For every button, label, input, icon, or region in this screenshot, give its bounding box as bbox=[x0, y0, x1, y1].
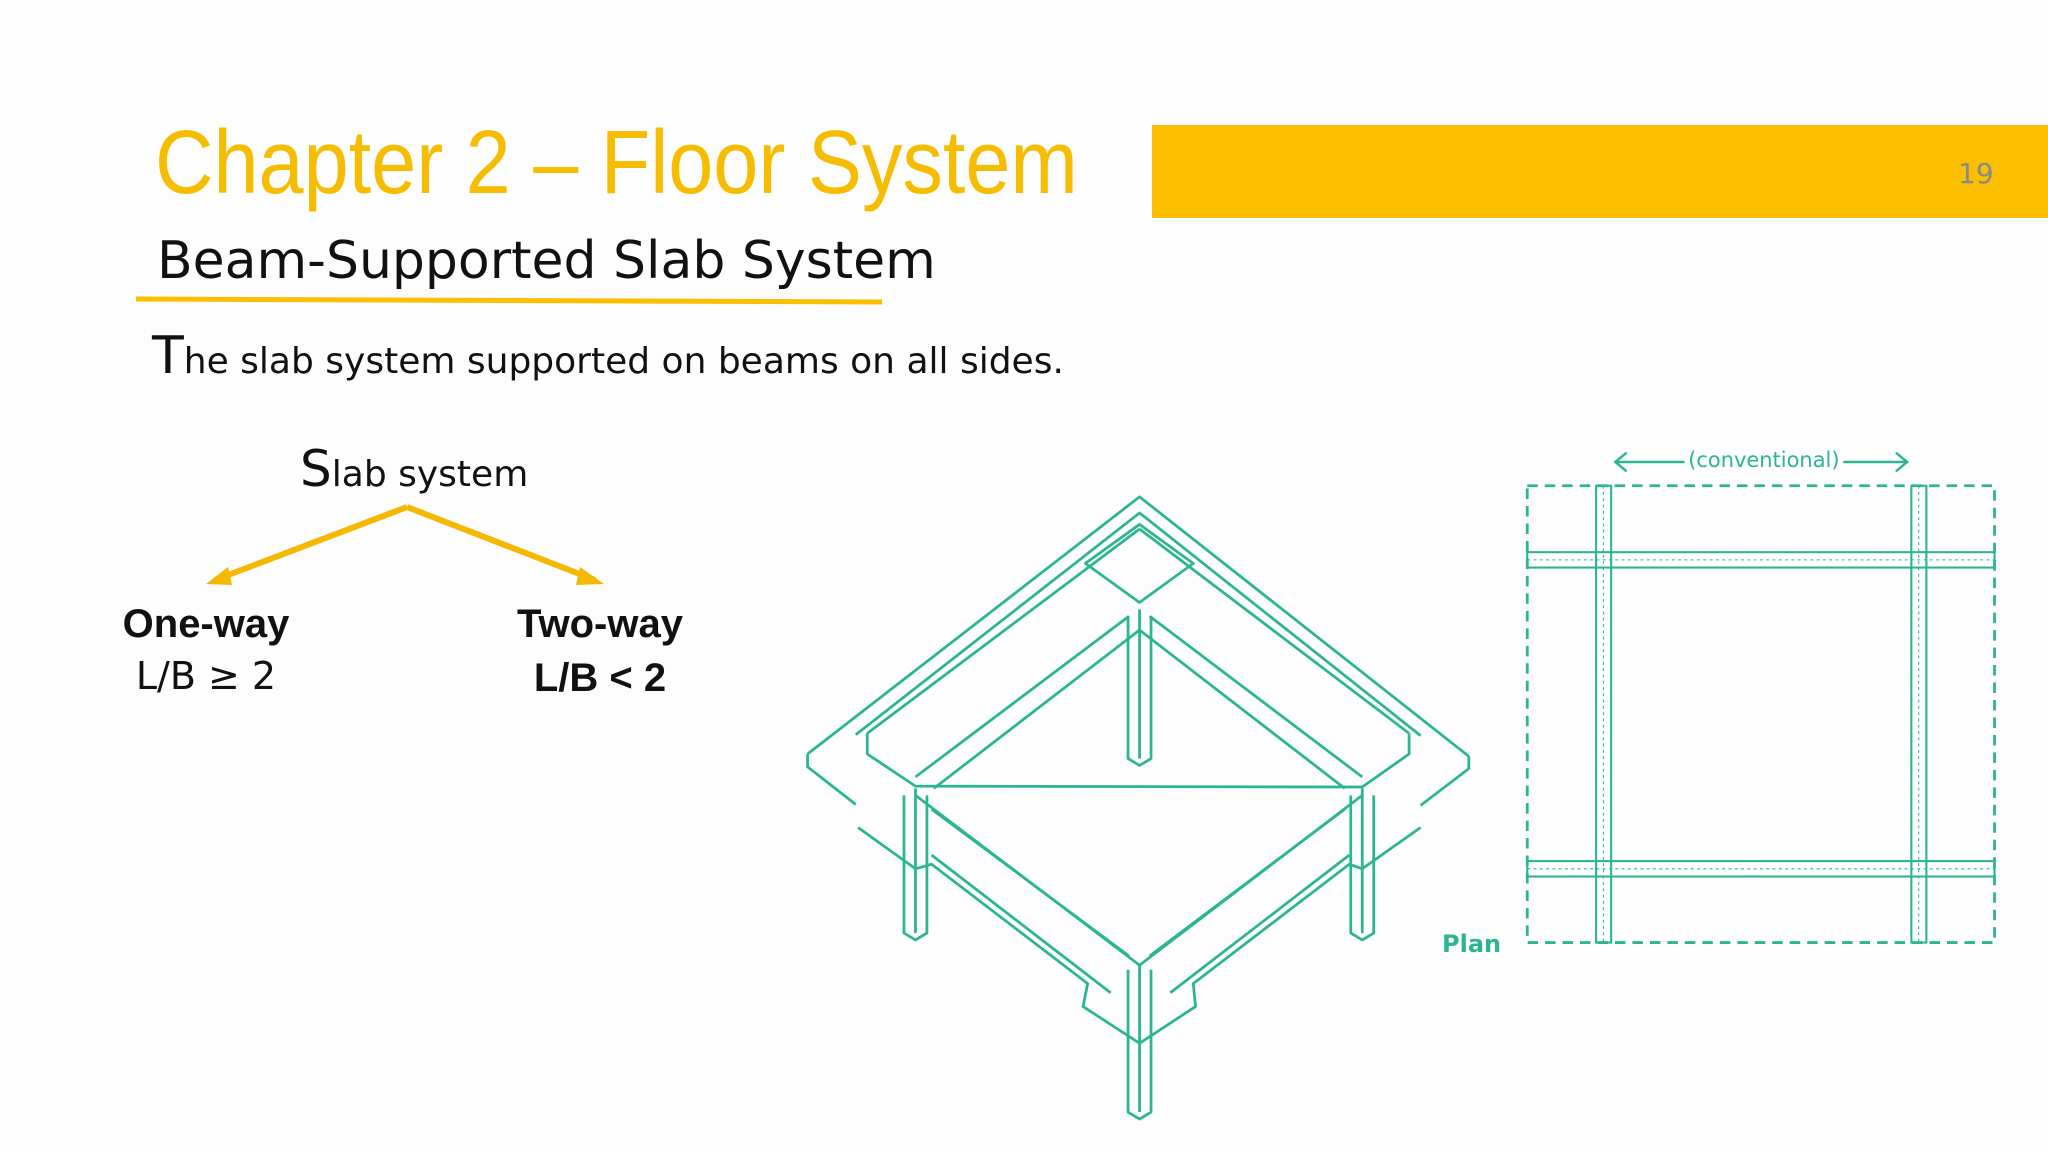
arrow-left-head bbox=[206, 567, 232, 585]
beam bbox=[914, 794, 1364, 967]
beam bbox=[1148, 615, 1364, 779]
arrow-right bbox=[405, 504, 597, 583]
slab-thickness bbox=[806, 753, 857, 806]
page-number: 19 bbox=[1958, 157, 1994, 190]
body-drop-letter: T bbox=[152, 326, 184, 386]
arrow-right-head bbox=[576, 567, 604, 585]
beam-cap bbox=[1083, 523, 1195, 604]
beam bbox=[865, 733, 1411, 789]
isometric-slab-drawing bbox=[806, 495, 1471, 1121]
plan-drawing: (conventional) bbox=[1525, 448, 1996, 944]
tree-arrows bbox=[206, 504, 604, 585]
column bbox=[1126, 969, 1153, 1121]
slab-inner-edge bbox=[854, 511, 1422, 737]
slab-thickness bbox=[1419, 756, 1471, 807]
branch-label: One-way bbox=[122, 602, 290, 646]
beam-underside bbox=[1169, 853, 1351, 994]
branch-condition: L/B < 2 bbox=[533, 656, 667, 700]
slide-title: Chapter 2 – Floor System bbox=[155, 113, 1078, 213]
beam bbox=[930, 807, 1130, 958]
beam bbox=[866, 527, 1141, 735]
root-label-rest: lab system bbox=[331, 454, 529, 495]
body-text-rest: he slab system supported on beams on all… bbox=[183, 341, 1064, 382]
column bbox=[902, 795, 929, 942]
branch-label: Two-way bbox=[517, 602, 683, 646]
slide-subtitle: Beam-Supported Slab System bbox=[157, 231, 936, 291]
span-label: (conventional) bbox=[1688, 448, 1839, 472]
title-accent-bar bbox=[1152, 125, 2048, 218]
tree-root-label: Slab system bbox=[300, 440, 528, 498]
branch-condition: L/B ≥ 2 bbox=[135, 654, 277, 698]
column bbox=[1126, 616, 1153, 767]
beam bbox=[914, 615, 1130, 779]
branch-two-way: Two-way L/B < 2 bbox=[450, 597, 750, 705]
subtitle-underline bbox=[136, 296, 882, 305]
branch-one-way: One-way L/B ≥ 2 bbox=[56, 597, 356, 702]
root-drop-letter: S bbox=[300, 440, 332, 498]
arrow-left bbox=[213, 504, 409, 583]
beam-underside bbox=[930, 853, 1112, 994]
body-text: The slab system supported on beams on al… bbox=[152, 330, 1064, 382]
beam bbox=[1148, 807, 1346, 958]
beam bbox=[1138, 527, 1410, 735]
slab-outline-dashed bbox=[1525, 484, 1996, 944]
plan-label: Plan bbox=[1442, 930, 1502, 958]
column bbox=[1349, 795, 1376, 942]
slab-edge bbox=[806, 495, 1470, 758]
